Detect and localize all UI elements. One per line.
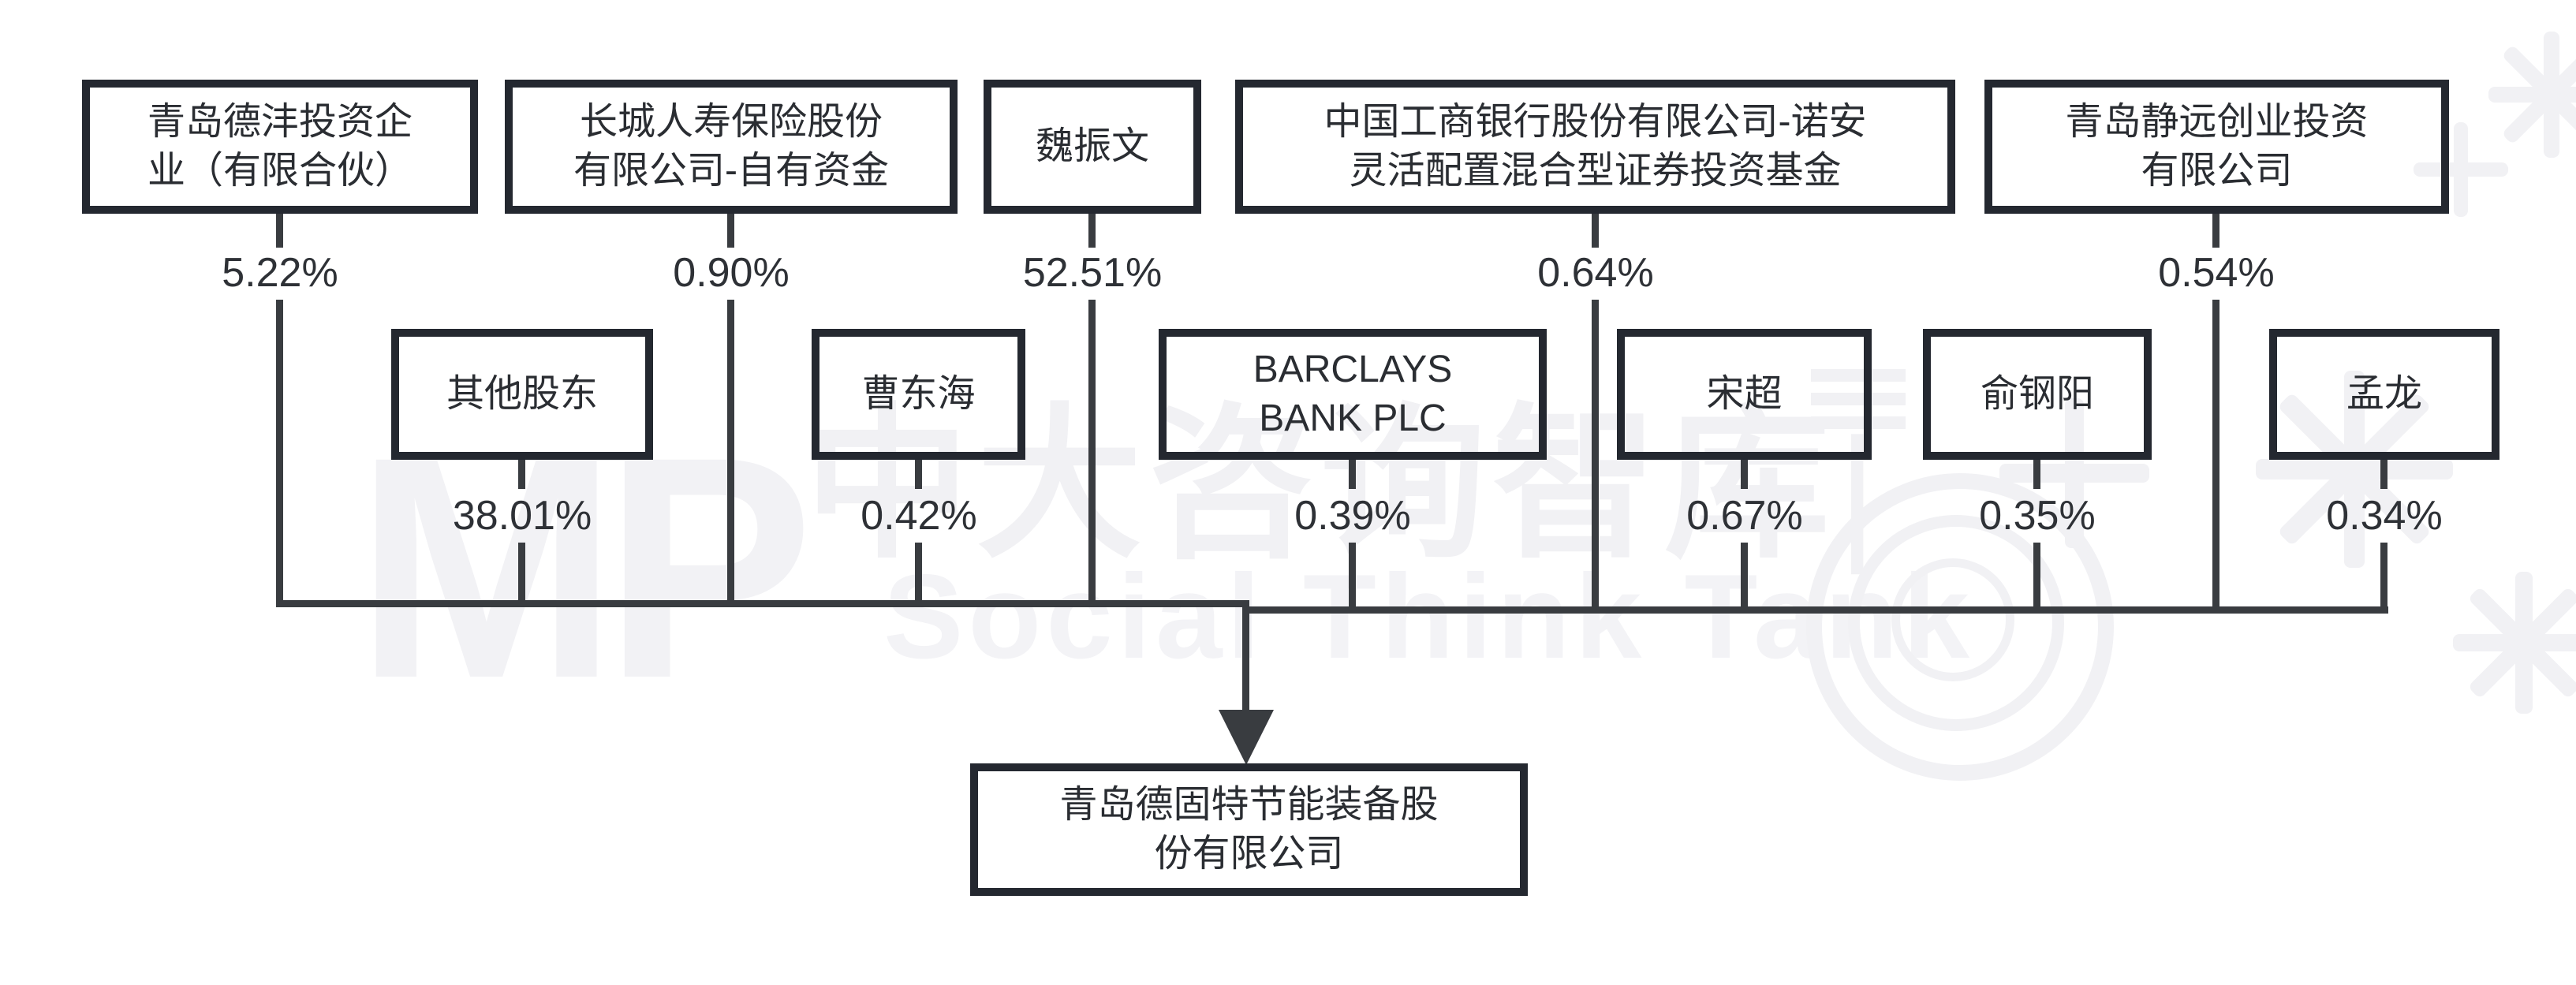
ownership-percent: 5.22% xyxy=(222,250,338,296)
shareholder-box-yu-gangyang: 俞钢阳 xyxy=(1923,329,2152,460)
arrow-stem xyxy=(1242,606,1249,711)
shareholder-box-barclays-bank: BARCLAYS BANK PLC xyxy=(1159,329,1547,460)
connector-line xyxy=(2033,543,2040,614)
shareholder-name: 曹东海 xyxy=(861,373,976,415)
connector-line xyxy=(2380,543,2387,614)
ownership-percent: 52.51% xyxy=(1022,250,1163,296)
shareholder-box-qingdao-jingyuan: 青岛静远创业投资 有限公司 xyxy=(1984,80,2449,214)
connector-line xyxy=(276,214,283,248)
shareholder-box-meng-long: 孟龙 xyxy=(2269,329,2499,460)
connector-line xyxy=(276,300,283,607)
shareholder-name: 魏振文 xyxy=(1035,125,1149,167)
shareholder-name: 其他股东 xyxy=(446,373,598,415)
connector-line xyxy=(518,460,525,489)
connector-line xyxy=(1741,543,1748,614)
bus-line-right xyxy=(1242,606,2388,614)
ownership-percent: 0.34% xyxy=(2326,493,2443,539)
connector-line xyxy=(915,543,922,607)
connector-line xyxy=(1088,300,1096,607)
shareholder-name: 孟龙 xyxy=(2346,373,2422,415)
shareholder-box-greatwall-life: 长城人寿保险股份 有限公司-自有资金 xyxy=(505,80,958,214)
shareholder-name: BARCLAYS BANK PLC xyxy=(1253,349,1453,439)
shareholder-box-icbc-noan-fund: 中国工商银行股份有限公司-诺安 灵活配置混合型证券投资基金 xyxy=(1235,80,1955,214)
shareholder-name: 青岛静远创业投资 有限公司 xyxy=(2065,101,2369,192)
connector-line xyxy=(2212,300,2219,614)
shareholder-box-other-shareholders: 其他股东 xyxy=(391,329,653,460)
ownership-percent: 0.39% xyxy=(1294,493,1411,539)
connector-line xyxy=(2212,214,2219,248)
shareholder-box-qingdao-defeng: 青岛德沣投资企 业（有限合伙） xyxy=(82,80,478,214)
connector-line xyxy=(518,543,525,607)
watermark-cn-text: 中大咨询智库 xyxy=(805,392,1837,577)
connector-line xyxy=(2033,460,2040,489)
connector-line xyxy=(727,300,734,607)
ownership-percent: 0.42% xyxy=(861,493,977,539)
ownership-percent: 0.54% xyxy=(2158,250,2275,296)
connector-line xyxy=(1088,214,1096,248)
shareholder-name: 宋超 xyxy=(1706,373,1783,415)
connector-line xyxy=(915,460,922,489)
watermark-ring-inner-icon xyxy=(1891,558,2014,681)
arrow-down-icon xyxy=(1219,710,1274,765)
ownership-percent: 0.35% xyxy=(1979,493,2096,539)
connector-line xyxy=(1349,543,1356,614)
ownership-percent: 0.90% xyxy=(673,250,790,296)
watermark-monogram-logo: MP xyxy=(355,391,814,744)
ownership-percent: 0.67% xyxy=(1686,493,1803,539)
ownership-percent: 38.01% xyxy=(452,493,592,539)
connector-line xyxy=(727,214,734,248)
ownership-percent: 0.64% xyxy=(1537,250,1654,296)
connector-line xyxy=(1592,214,1599,248)
shareholder-name: 俞钢阳 xyxy=(1980,373,2094,415)
shareholder-box-wei-zhenwen: 魏振文 xyxy=(984,80,1201,214)
connector-line xyxy=(1349,460,1356,489)
watermark-tribar-icon xyxy=(1811,369,1906,440)
shareholder-name: 中国工商银行股份有限公司-诺安 灵活配置混合型证券投资基金 xyxy=(1323,101,1867,192)
shareholder-box-cao-donghai: 曹东海 xyxy=(812,329,1025,460)
connector-line xyxy=(1592,300,1599,614)
target-company-box: 青岛德固特节能装备股 份有限公司 xyxy=(970,763,1528,896)
shareholder-box-song-chao: 宋超 xyxy=(1617,329,1872,460)
connector-line xyxy=(2380,460,2387,489)
watermark-en-text: Social Think Tank xyxy=(883,550,1975,684)
connector-line xyxy=(1741,460,1748,489)
shareholder-name: 青岛德沣投资企 业（有限合伙） xyxy=(147,101,413,192)
bus-line-left xyxy=(276,600,1249,607)
shareholder-name: 长城人寿保险股份 有限公司-自有资金 xyxy=(573,101,889,192)
target-company-name: 青岛德固特节能装备股 份有限公司 xyxy=(1059,784,1439,875)
